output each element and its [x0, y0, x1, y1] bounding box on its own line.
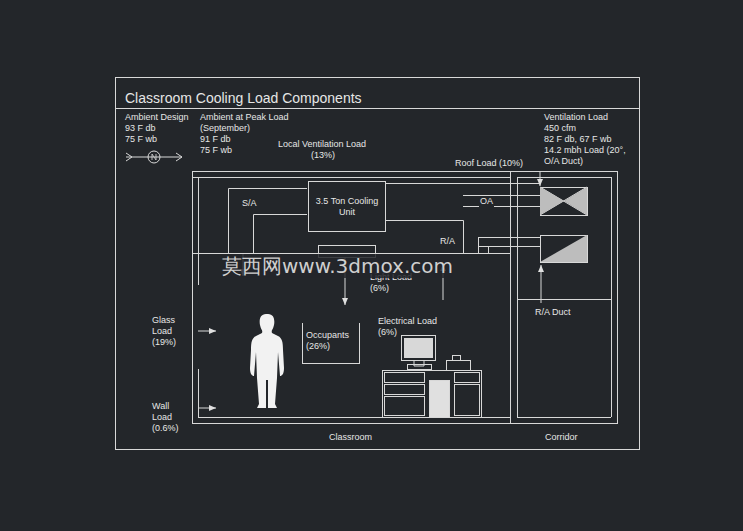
annotation: S/A [242, 198, 257, 209]
node-label: 3.5 Ton Cooling Unit [312, 196, 382, 218]
annotation: Local Ventilation Load [278, 139, 366, 150]
annotation: O/A Duct) [544, 156, 583, 167]
annotation: Glass [152, 315, 175, 326]
annotation: (September) [200, 123, 250, 134]
annotation: Load [152, 412, 172, 423]
annotation: (6%) [378, 327, 397, 338]
computer-desk [383, 336, 482, 418]
annotation: Wall [152, 401, 169, 412]
annotation: (19%) [152, 337, 176, 348]
annotation: (13%) [311, 150, 335, 161]
person-silhouette [250, 314, 284, 408]
annotation: Ambient Design [125, 112, 189, 123]
annotation: R/A [440, 236, 455, 247]
annotation: 450 cfm [544, 123, 576, 134]
cooling-unit-box: 3.5 Ton Cooling Unit [308, 181, 386, 232]
annotation: R/A Duct [535, 307, 571, 318]
annotation: Load [152, 326, 172, 337]
annotation: 75 F wb [200, 145, 232, 156]
watermark: 莫西网www.3dmox.com [222, 254, 453, 278]
annotation: 82 F db, 67 F wb [544, 134, 612, 145]
annotation: 14.2 mbh Load (20°, [544, 145, 626, 156]
annotation: 91 F db [200, 134, 231, 145]
annotation: 75 F wb [125, 134, 157, 145]
annotation: Electrical Load [378, 316, 437, 327]
ra-damper [541, 236, 588, 263]
annotation: Ambient at Peak Load [200, 112, 289, 123]
occupants-box: Occupants (26%) [302, 323, 360, 364]
annotation: (0.6%) [152, 423, 179, 434]
annotation: Roof Load (10%) [455, 158, 523, 169]
north-arrow [126, 151, 182, 163]
annotation: 93 F db [125, 123, 156, 134]
node-label: Corridor [545, 432, 578, 443]
corridor-region: Corridor [510, 171, 618, 424]
node-label: Occupants (26%) [303, 323, 357, 352]
node-label: Classroom [329, 432, 372, 443]
annotation: (6%) [370, 283, 389, 294]
diagram-title: Classroom Cooling Load Components [125, 90, 362, 106]
outer-frame [116, 78, 640, 450]
classroom-region: Classroom3.5 Ton Cooling UnitOccupants (… [192, 171, 511, 424]
annotation: Ventilation Load [544, 112, 608, 123]
title-rule [115, 108, 639, 109]
oa-damper [541, 188, 588, 216]
annotation: OA [479, 196, 494, 207]
